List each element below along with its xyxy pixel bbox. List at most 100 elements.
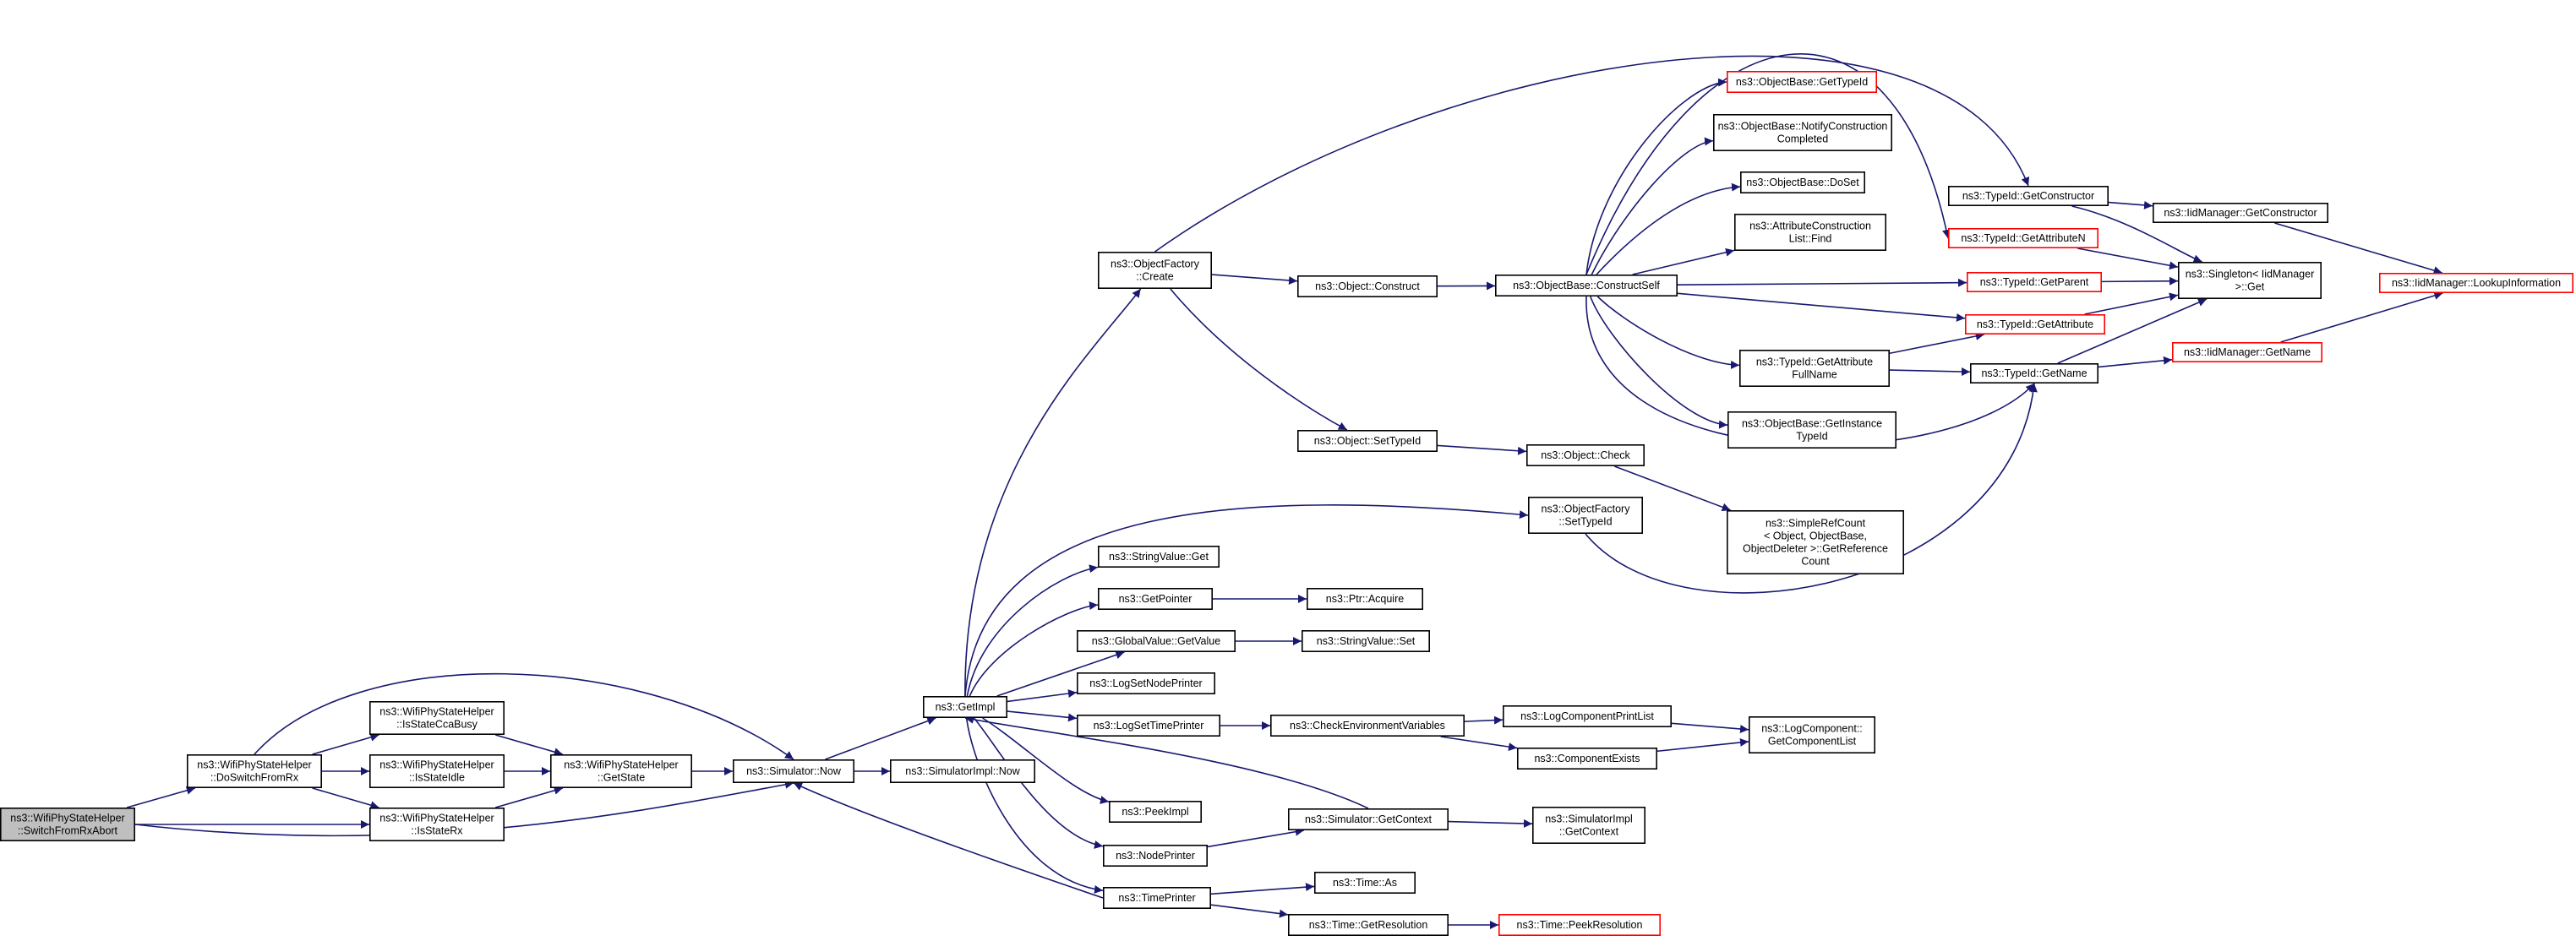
node-logcomplist[interactable]: ns3::LogComponentPrintList: [1503, 704, 1673, 727]
node-label: ns3::LogComponent::: [1761, 723, 1863, 735]
edge-tgetattrfull-to-tgetattr: [1889, 332, 1984, 355]
node-singleton[interactable]: ns3::Singleton< IidManager >::Get: [2178, 261, 2322, 299]
node-objsettypeid[interactable]: ns3::Object::SetTypeId: [1297, 429, 1438, 452]
node-box: [2178, 261, 2322, 299]
node-iidgetname[interactable]: ns3::IidManager::GetName: [2172, 341, 2323, 362]
node-label: >::Get: [2235, 281, 2265, 293]
node-label: ns3::TypeId::GetConstructor: [1962, 190, 2094, 202]
node-compexists[interactable]: ns3::ComponentExists: [1517, 747, 1658, 770]
node-timeas[interactable]: ns3::Time::As: [1314, 872, 1416, 895]
node-simplerefcount[interactable]: ns3::SimpleRefCount< Object, ObjectBase,…: [1727, 509, 1905, 574]
node-label: Count: [1801, 556, 1830, 568]
node-box: [1307, 587, 1424, 610]
node-label: ::SetTypeId: [1558, 516, 1612, 528]
node-ofcreate[interactable]: ns3::ObjectFactory::Create: [1098, 251, 1213, 289]
node-label: ns3::WifiPhyStateHelper: [379, 813, 494, 824]
node-box: [1948, 227, 2099, 248]
node-gvget[interactable]: ns3::GlobalValue::GetValue: [1077, 629, 1236, 652]
node-ptracquire[interactable]: ns3::Ptr::Acquire: [1307, 587, 1424, 610]
node-label: ns3::Simulator::Now: [746, 765, 842, 777]
edge-objcheck-to-simplerefcount: [1614, 465, 1731, 512]
edge-timeprinter-to-simnow: [793, 782, 1104, 899]
node-box: [1970, 362, 2099, 383]
node-box: [890, 759, 1036, 783]
edge-simgetctx-to-simimplctx: [1448, 819, 1533, 828]
node-label: ns3::Time::GetResolution: [1309, 919, 1428, 931]
node-box: [1967, 271, 2103, 292]
node-checkenv[interactable]: ns3::CheckEnvironmentVariables: [1270, 714, 1465, 737]
node-label: ns3::LogSetNodePrinter: [1089, 677, 1202, 689]
node-label: ns3::TimePrinter: [1118, 892, 1195, 904]
node-timeprinter[interactable]: ns3::TimePrinter: [1103, 887, 1212, 910]
node-box: [1098, 545, 1220, 568]
node-simimplnow[interactable]: ns3::SimulatorImpl::Now: [890, 759, 1036, 783]
node-box: [1965, 313, 2106, 335]
edge-tgetattr-to-singleton: [2084, 292, 2179, 315]
edge-ofcreate-to-objconstruct: [1211, 274, 1298, 285]
node-label: ns3::WifiPhyStateHelper: [379, 759, 494, 771]
node-box: [1498, 914, 1662, 937]
node-getcomplist[interactable]: ns3::LogComponent::GetComponentList: [1749, 715, 1876, 753]
node-idle[interactable]: ns3::WifiPhyStateHelper::IsStateIdle: [368, 753, 505, 788]
node-simimplctx[interactable]: ns3::SimulatorImpl::GetContext: [1532, 806, 1646, 844]
node-box: [368, 753, 505, 788]
node-box: [1098, 587, 1214, 610]
node-simgetctx[interactable]: ns3::Simulator::GetContext: [1288, 808, 1449, 830]
edge-isrx-to-getstate: [494, 786, 564, 808]
node-label: ns3::IidManager::GetConstructor: [2164, 207, 2317, 219]
node-peekres[interactable]: ns3::Time::PeekResolution: [1498, 914, 1662, 937]
node-iidgetctor[interactable]: ns3::IidManager::GetConstructor: [2153, 203, 2329, 224]
node-nodeprinter[interactable]: ns3::NodePrinter: [1103, 844, 1209, 867]
node-lookupinfo[interactable]: ns3::IidManager::LookupInformation: [2379, 272, 2574, 293]
node-box: [1103, 844, 1209, 867]
node-objcheck[interactable]: ns3::Object::Check: [1526, 443, 1645, 466]
edge-getimpl-to-gvget: [996, 650, 1125, 697]
node-strget[interactable]: ns3::StringValue::Get: [1098, 545, 1220, 568]
node-constructself[interactable]: ns3::ObjectBase::ConstructSelf: [1495, 274, 1678, 296]
node-label: ::IsStateRx: [411, 825, 463, 837]
node-isrx[interactable]: ns3::WifiPhyStateHelper::IsStateRx: [368, 807, 505, 841]
node-timegetres[interactable]: ns3::Time::GetResolution: [1288, 914, 1449, 937]
node-strset[interactable]: ns3::StringValue::Set: [1302, 629, 1431, 652]
edge-tgetname-to-singleton: [2057, 298, 2208, 364]
edge-getimpl-to-timeprinter: [965, 717, 1104, 894]
node-label: ObjectDeleter >::GetReference: [1743, 543, 1888, 555]
node-simnow[interactable]: ns3::Simulator::Now: [732, 759, 854, 783]
node-obgettypeid[interactable]: ns3::ObjectBase::GetTypeId: [1727, 71, 1878, 94]
node-getimpl[interactable]: ns3::GetImpl: [923, 695, 1008, 718]
node-obdoset[interactable]: ns3::ObjectBase::DoSet: [1740, 171, 1866, 194]
node-lognode[interactable]: ns3::LogSetNodePrinter: [1077, 672, 1216, 694]
node-box: [549, 753, 692, 788]
node-tgetname[interactable]: ns3::TypeId::GetName: [1970, 362, 2099, 383]
node-tgetattrn[interactable]: ns3::TypeId::GetAttributeN: [1948, 227, 2099, 248]
node-label: ns3::TypeId::GetAttributeN: [1961, 232, 2085, 244]
node-ofsettypeid[interactable]: ns3::ObjectFactory::SetTypeId: [1528, 496, 1644, 534]
node-box: [1495, 274, 1678, 296]
node-label: ns3::ObjectBase::DoSet: [1746, 177, 1859, 188]
node-getstate[interactable]: ns3::WifiPhyStateHelper::GetState: [549, 753, 692, 788]
edge-tgetattrfull-to-tgetname: [1889, 367, 1971, 377]
node-label: ns3::WifiPhyStateHelper: [564, 759, 678, 771]
node-logtime[interactable]: ns3::LogSetTimePrinter: [1077, 714, 1221, 737]
node-getpointer[interactable]: ns3::GetPointer: [1098, 587, 1214, 610]
node-peekimpl[interactable]: ns3::PeekImpl: [1109, 800, 1203, 823]
node-objconstruct[interactable]: ns3::Object::Construct: [1297, 275, 1438, 297]
node-box: [1727, 509, 1905, 574]
edge-doswitch-to-isrx: [312, 787, 379, 810]
node-tgetconstructor[interactable]: ns3::TypeId::GetConstructor: [1948, 186, 2109, 207]
node-ccabusy[interactable]: ns3::WifiPhyStateHelper::IsStateCcaBusy: [368, 700, 505, 735]
node-doswitch[interactable]: ns3::WifiPhyStateHelper::DoSwitchFromRx: [187, 753, 322, 788]
node-box: [1713, 114, 1893, 152]
node-tgetattr[interactable]: ns3::TypeId::GetAttribute: [1965, 313, 2106, 335]
node-label: ns3::SimulatorImpl: [1545, 813, 1633, 825]
node-box: [1103, 887, 1212, 910]
node-label: TypeId: [1796, 431, 1828, 443]
edge-constructself-to-acfind: [1632, 247, 1735, 275]
edge-constructself-to-obnotify: [1591, 137, 1714, 275]
node-obnotify[interactable]: ns3::ObjectBase::NotifyConstructionCompl…: [1713, 114, 1893, 152]
edge-ofcreate-to-tgetconstructor: [1154, 55, 2030, 253]
node-tgetparent[interactable]: ns3::TypeId::GetParent: [1967, 271, 2103, 292]
